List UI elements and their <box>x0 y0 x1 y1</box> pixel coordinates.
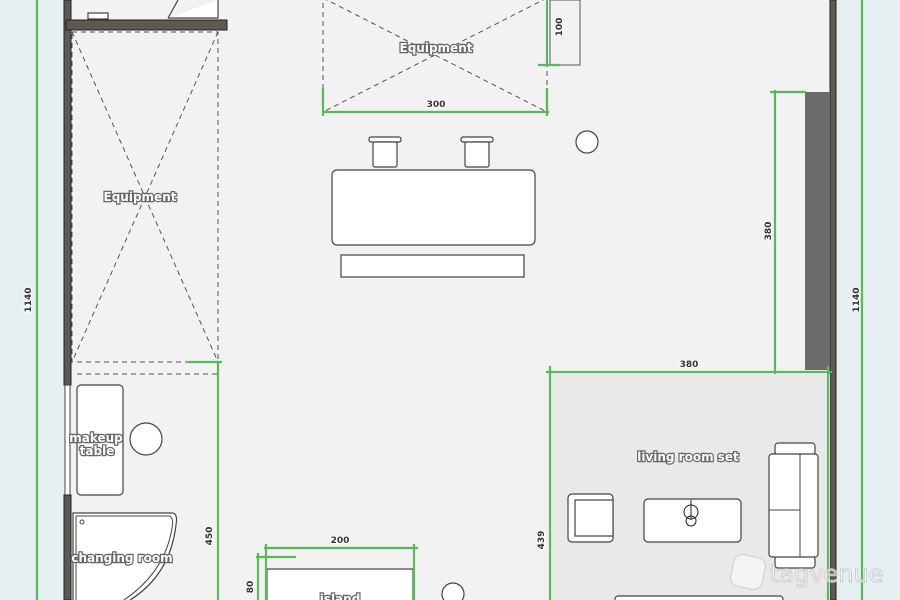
makeup-label-line2: table <box>80 444 115 458</box>
left-wall <box>63 0 72 386</box>
bench <box>340 254 525 278</box>
door-fixture <box>167 0 219 19</box>
living-depth-dimension: 439 <box>537 531 547 550</box>
island-label: island <box>320 592 361 600</box>
round-stool <box>575 130 599 154</box>
bar-stool <box>368 136 402 168</box>
equipment-depth-dimension: 100 <box>555 18 565 37</box>
makeup-stool <box>129 422 163 456</box>
equipment-box <box>549 0 581 66</box>
hook <box>79 519 85 525</box>
equipment-top-label: Equipment <box>400 41 473 55</box>
left-zone-length-dimension: 450 <box>205 527 215 546</box>
equipment-left-zone <box>71 31 219 363</box>
island-depth-dimension: 80 <box>246 581 256 594</box>
island-width-dimension: 200 <box>331 536 350 546</box>
equipment-left-label: Equipment <box>104 190 177 204</box>
coffee-table <box>643 498 742 543</box>
changing-room-inner <box>75 515 174 600</box>
left-total-dimension: 1140 <box>24 287 34 312</box>
panel-length-dimension: 380 <box>764 222 774 241</box>
living-room-label: living room set <box>637 450 739 464</box>
makeup-label-line1: makeup <box>69 431 123 445</box>
sofa <box>768 442 819 569</box>
watermark-logo: tagvenue <box>730 554 884 590</box>
watermark-text: tagvenue <box>770 560 884 588</box>
armchair <box>567 493 614 543</box>
top-partition-wall <box>65 19 228 31</box>
right-wall <box>829 0 837 600</box>
wall-panel <box>805 92 830 370</box>
bar-table <box>331 169 536 246</box>
round-stool <box>441 582 465 600</box>
living-width-dimension: 380 <box>680 360 699 370</box>
right-total-dimension: 1140 <box>852 287 862 312</box>
equipment-width-dimension: 300 <box>427 100 446 110</box>
sink-fixture <box>87 12 109 20</box>
bar-stool <box>460 136 494 168</box>
bottom-sofa <box>614 595 784 600</box>
makeup-table <box>76 384 124 496</box>
changing-room <box>72 512 178 600</box>
left-wall-lower <box>63 494 72 600</box>
changing-room-label: changing room <box>71 551 172 565</box>
